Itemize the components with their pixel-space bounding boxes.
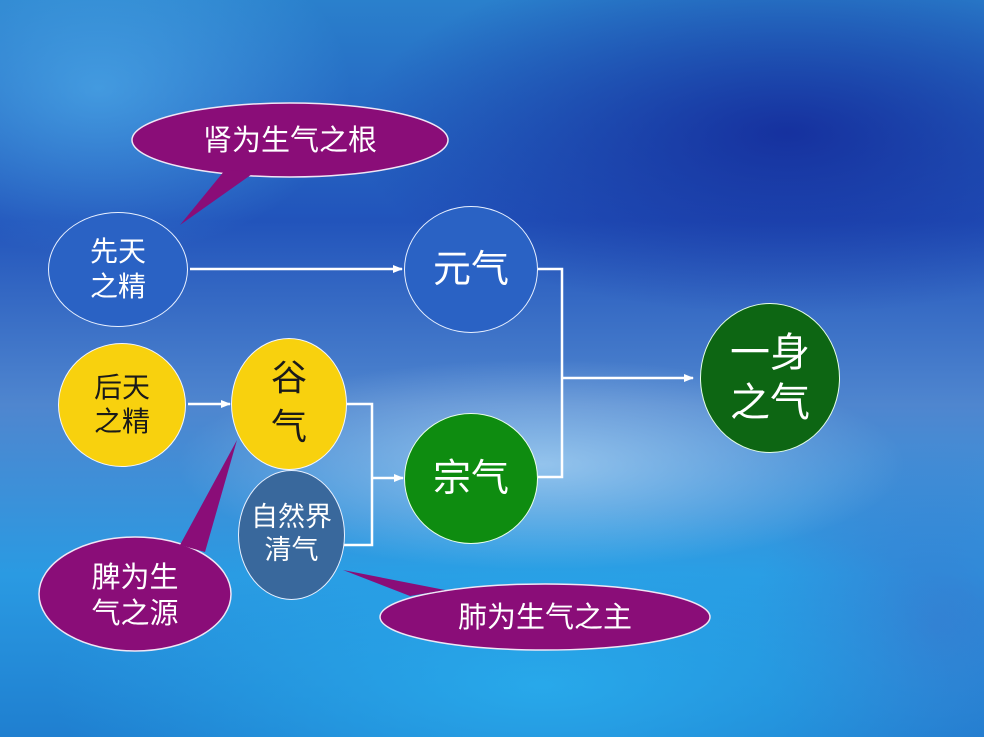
bracket-to-yishen <box>538 267 564 479</box>
callout-shen-label: 肾为生气之根 <box>160 115 420 165</box>
callout-fei-text: 肺为生气之主 <box>457 599 632 634</box>
node-xiantian-line1: 先天 <box>89 235 146 269</box>
callout-pi-line2: 气之源 <box>91 596 179 630</box>
node-yuanqi-text: 元气 <box>432 247 509 292</box>
node-guqi: 谷 气 <box>231 338 347 470</box>
callout-fei-bubble <box>343 570 711 651</box>
connector-lines <box>188 265 694 547</box>
node-ziranjie-line1: 自然界 <box>251 502 332 534</box>
callout-shen-text: 肾为生气之根 <box>202 122 377 157</box>
node-zongqi: 宗气 <box>404 413 538 544</box>
callout-pi-bubble <box>38 440 237 652</box>
node-ziranjie-line2: 清气 <box>264 535 319 566</box>
node-guqi-line2: 气 <box>270 407 307 448</box>
node-yishen-zhiqi: 一身 之气 <box>700 303 840 453</box>
node-xiantian-line2: 之精 <box>89 269 146 303</box>
node-zongqi-text: 宗气 <box>432 456 509 501</box>
callout-pi-line1: 脾为生 <box>91 559 179 594</box>
node-xiantian-zhijing: 先天 之精 <box>48 212 188 327</box>
node-yishen-line1: 一身 <box>730 330 810 376</box>
node-houtian-line1: 后天 <box>93 370 150 404</box>
callout-fei-label: 肺为生气之主 <box>400 595 690 639</box>
node-guqi-line1: 谷 <box>270 358 307 400</box>
node-yishen-line2: 之气 <box>730 380 810 426</box>
node-ziranjie-qingqi: 自然界 清气 <box>238 470 345 600</box>
bracket-to-zongqi <box>343 402 374 547</box>
node-houtian-line2: 之精 <box>93 405 150 438</box>
callout-pi-label: 脾为生 气之源 <box>45 550 225 640</box>
callout-shen-bubble <box>131 102 449 225</box>
node-houtian-zhijing: 后天 之精 <box>58 343 186 467</box>
node-yuanqi: 元气 <box>404 206 538 333</box>
